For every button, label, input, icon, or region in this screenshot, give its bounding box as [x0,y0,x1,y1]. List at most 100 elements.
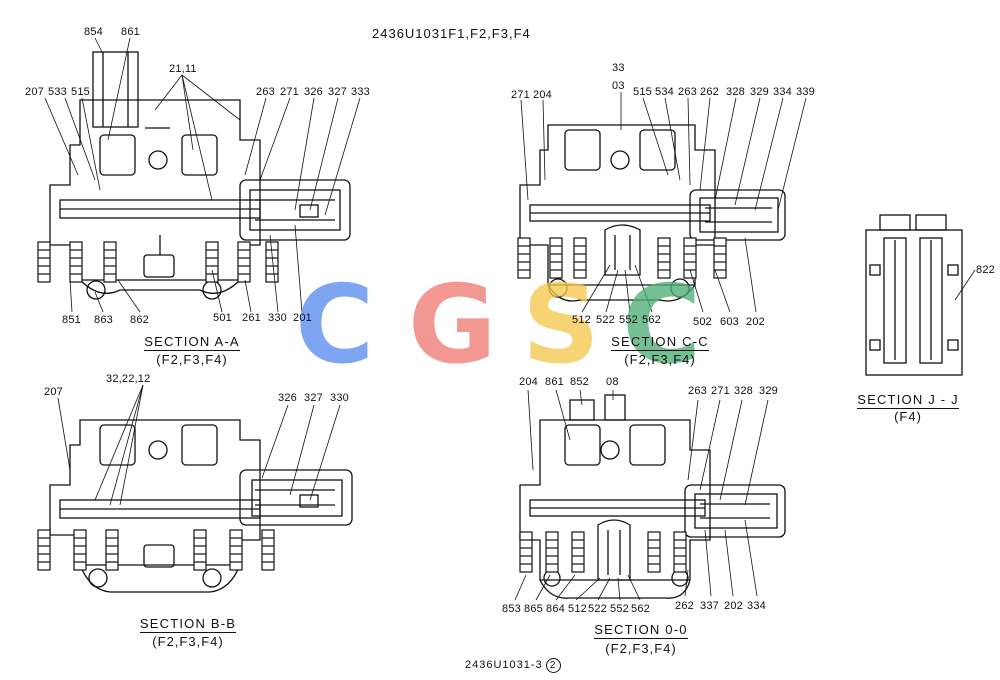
bolt-icon [73,529,87,571]
callout: 204 [519,376,538,388]
sheet-number-badge: 2 [545,658,561,673]
bolt-icon [69,241,83,283]
section-dd-title-text: SECTION 0-0 [594,622,688,639]
section-dd-subtitle: (F2,F3,F4) [605,641,677,656]
callout: 263 [688,385,707,397]
bolt-icon [37,241,51,283]
callout: 262 [675,600,694,612]
callout: 333 [351,86,370,98]
callout: 328 [726,86,745,98]
callout: 522 [596,314,615,326]
bolt-icon [237,241,251,283]
callout: 327 [304,392,323,404]
bolt-icon [105,529,119,571]
callout: 32,22,12 [106,373,151,385]
callout: 271 [711,385,730,397]
callout: 533 [48,86,67,98]
bolt-icon [193,529,207,571]
callout: 562 [631,603,650,615]
callout: 512 [568,603,587,615]
callout: 852 [570,376,589,388]
section-aa-subtitle: (F2,F3,F4) [156,352,228,367]
section-jj-subtitle: (F4) [894,409,922,424]
section-cc-title-text: SECTION C-C [611,334,709,351]
callout: 862 [130,314,149,326]
callout: 865 [524,603,543,615]
callout: 864 [546,603,565,615]
watermark-letter-s: S [522,263,600,388]
bolt-icon [261,529,275,571]
callout: 329 [759,385,778,397]
callout: 326 [278,392,297,404]
callout: 201 [293,312,312,324]
drawing-number: 2436U1031F1,F2,F3,F4 [372,26,531,41]
callout: 207 [25,86,44,98]
callout: 202 [724,600,743,612]
callout: 501 [213,312,232,324]
callout: 854 [84,26,103,38]
bolt-icon [673,531,687,573]
section-cc-subtitle: (F2,F3,F4) [624,352,696,367]
bolt-icon [265,241,279,283]
bolt-icon [229,529,243,571]
section-dd-title: SECTION 0-0 [576,622,706,639]
callout: 851 [62,314,81,326]
callout: 03 [612,80,625,92]
callout: 263 [256,86,275,98]
callout: 329 [750,86,769,98]
bolt-icon [519,531,533,573]
callout: 337 [700,600,719,612]
callout: 261 [242,312,261,324]
bolt-icon [103,241,117,283]
section-bb-title-text: SECTION B-B [139,616,237,633]
section-cc-leaders [520,92,807,313]
callout: 512 [572,314,591,326]
callout: 562 [642,314,661,326]
callout: 326 [304,86,323,98]
bolt-icon [37,529,51,571]
callout: 515 [71,86,90,98]
callout: 853 [502,603,521,615]
callout: 502 [693,316,712,328]
callout: 21,11 [169,63,197,75]
bolt-icon [205,241,219,283]
section-jj-title: SECTION J - J [846,392,970,409]
callout: 861 [545,376,564,388]
callout: 207 [44,386,63,398]
section-jj-title-text: SECTION J - J [857,392,959,409]
callout: 603 [720,316,739,328]
callout: 552 [610,603,629,615]
section-cc-drawing [519,124,786,302]
callout: 863 [94,314,113,326]
callout: 271 [280,86,299,98]
callout: 204 [533,89,552,101]
callout: 334 [747,600,766,612]
bolt-icon [545,531,559,573]
section-aa-drawing [49,51,351,300]
section-cc-title: SECTION C-C [595,334,725,351]
bolt-icon [571,531,585,573]
callout: 822 [976,264,995,276]
section-aa-title: SECTION A-A [132,334,252,351]
section-bb-title: SECTION B-B [128,616,248,633]
callout: 552 [619,314,638,326]
section-aa-title-text: SECTION A-A [144,334,240,351]
callout: 328 [734,385,753,397]
callout: 534 [655,86,674,98]
callout: 263 [678,86,697,98]
callout: 861 [121,26,140,38]
watermark-letter-c2: C [622,263,702,388]
watermark-letter-c1: C [295,263,375,388]
section-dd-leaders [514,389,769,601]
callout: 334 [773,86,792,98]
callout: 202 [746,316,765,328]
callout: 327 [328,86,347,98]
callout: 515 [633,86,652,98]
callout: 33 [612,62,625,74]
section-jj-drawing [865,214,963,376]
section-bb-subtitle: (F2,F3,F4) [152,634,224,649]
callout: 08 [606,376,619,388]
callout: 522 [588,603,607,615]
